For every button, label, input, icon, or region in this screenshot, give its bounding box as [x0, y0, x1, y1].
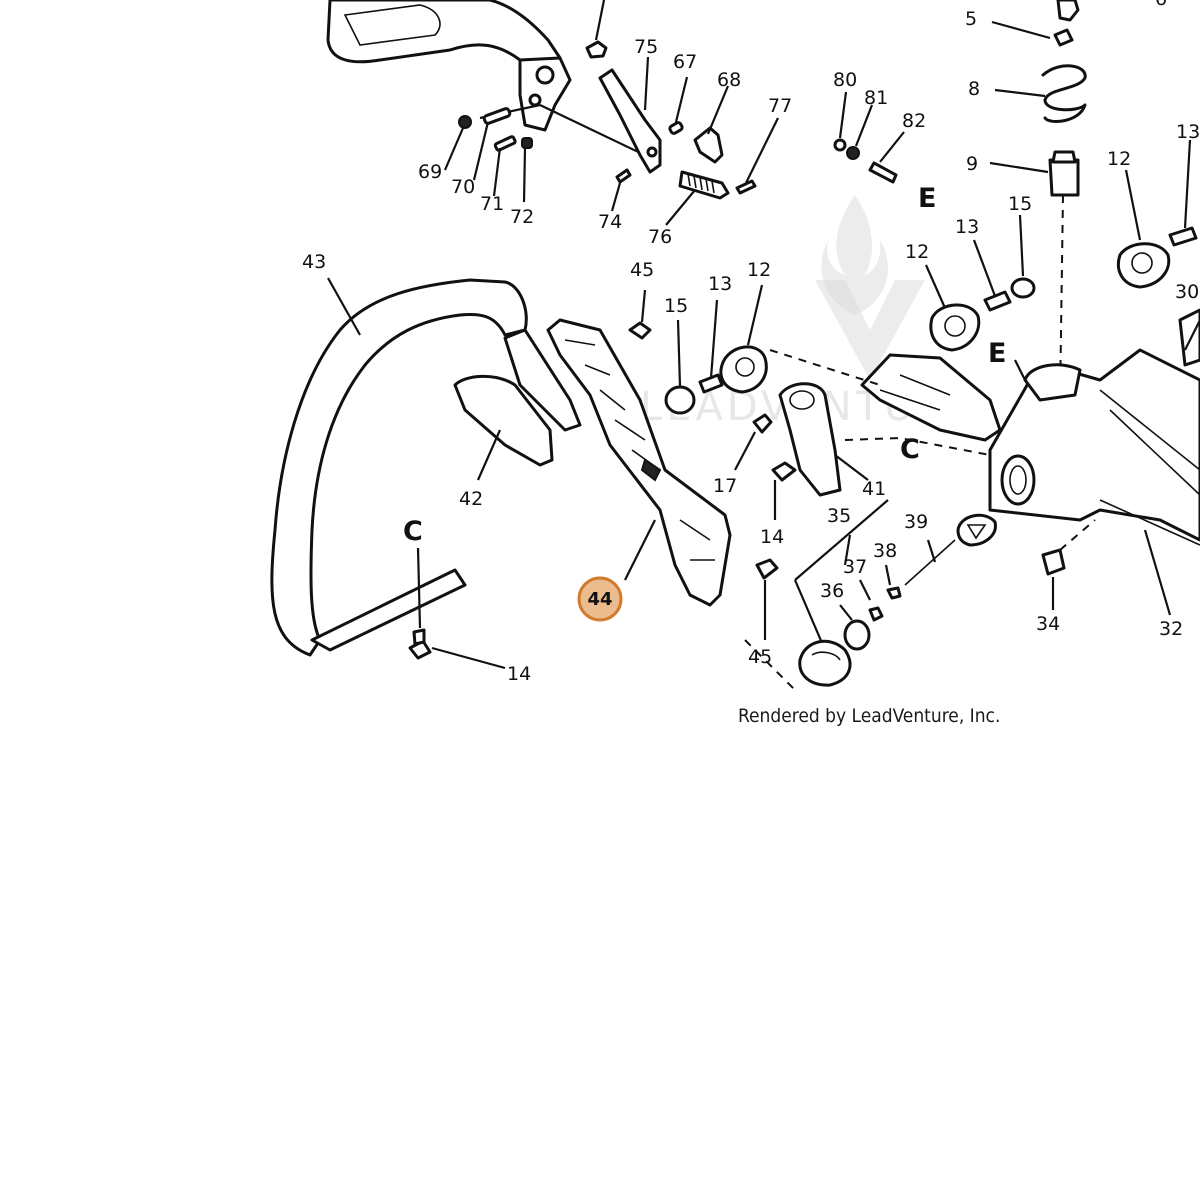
- callout-45-top: 45: [630, 259, 654, 281]
- callout-74: 74: [598, 211, 622, 233]
- callout-34: 34: [1036, 613, 1060, 635]
- callout-15-right: 15: [1008, 193, 1032, 215]
- callout-9: 9: [966, 153, 978, 175]
- callout-72: 72: [510, 206, 534, 228]
- callout-70: 70: [451, 176, 475, 198]
- callout-17: 17: [713, 475, 737, 497]
- rear-handle-part: [326, 0, 656, 161]
- callout-14-left: 14: [507, 663, 531, 685]
- callout-15-left: 15: [664, 295, 688, 317]
- callout-36: 36: [820, 580, 844, 602]
- callout-13-left: 13: [708, 273, 732, 295]
- rubber-mount-12c: [1116, 242, 1171, 289]
- throttle-parts: [443, 0, 779, 226]
- callout-5: 5: [965, 8, 977, 30]
- callout-38: 38: [873, 540, 897, 562]
- callout-13-right: 13: [1176, 121, 1200, 143]
- small-parts-80-82: [833, 91, 905, 184]
- callout-12-middle: 12: [905, 241, 929, 263]
- section-letter-e-top: E: [918, 183, 936, 214]
- callout-41: 41: [862, 478, 886, 500]
- callout-77: 77: [768, 95, 792, 117]
- section-letter-e-right: E: [988, 338, 1006, 369]
- callout-42: 42: [459, 488, 483, 510]
- callout-68: 68: [717, 69, 741, 91]
- callout-35: 35: [827, 505, 851, 527]
- callout-32: 32: [1159, 618, 1183, 640]
- hotspot-44-label[interactable]: 44: [587, 589, 612, 610]
- credit-text: Rendered by LeadVenture, Inc.: [738, 705, 1000, 727]
- callout-37: 37: [843, 556, 867, 578]
- callout-12-right: 12: [1107, 148, 1131, 170]
- middle-mount-parts: [664, 284, 997, 691]
- callout-82: 82: [902, 110, 926, 132]
- section-letter-c-right: C: [900, 434, 920, 465]
- rubber-mount-12b: [929, 303, 981, 352]
- callout-45-bottom: 45: [748, 646, 772, 668]
- rubber-mount-12a: [719, 345, 768, 394]
- callout-labels: 5 6 8 9 12 12 12 13 13 13 14 14 15 15 17…: [302, 0, 1200, 685]
- callout-39: 39: [904, 511, 928, 533]
- callout-67: 67: [673, 51, 697, 73]
- callout-75: 75: [634, 36, 658, 58]
- hotspot-44[interactable]: 44: [577, 576, 623, 622]
- callout-14-middle: 14: [760, 526, 784, 548]
- callout-69: 69: [418, 161, 442, 183]
- hotspot-44-marker[interactable]: [577, 576, 623, 622]
- callout-8: 8: [968, 78, 980, 100]
- section-letters: C C E E: [403, 183, 1006, 547]
- callout-12-left: 12: [747, 259, 771, 281]
- callout-43: 43: [302, 251, 326, 273]
- callout-6: 6: [1155, 0, 1167, 10]
- callout-76: 76: [648, 226, 672, 248]
- section-letter-c-left: C: [403, 516, 423, 547]
- callout-30: 30: [1175, 281, 1199, 303]
- callout-80: 80: [833, 69, 857, 91]
- front-guard-parts: [270, 277, 732, 670]
- callout-81: 81: [864, 87, 888, 109]
- right-frame: [769, 139, 1200, 616]
- callout-71: 71: [480, 193, 504, 215]
- callout-13-middle: 13: [955, 216, 979, 238]
